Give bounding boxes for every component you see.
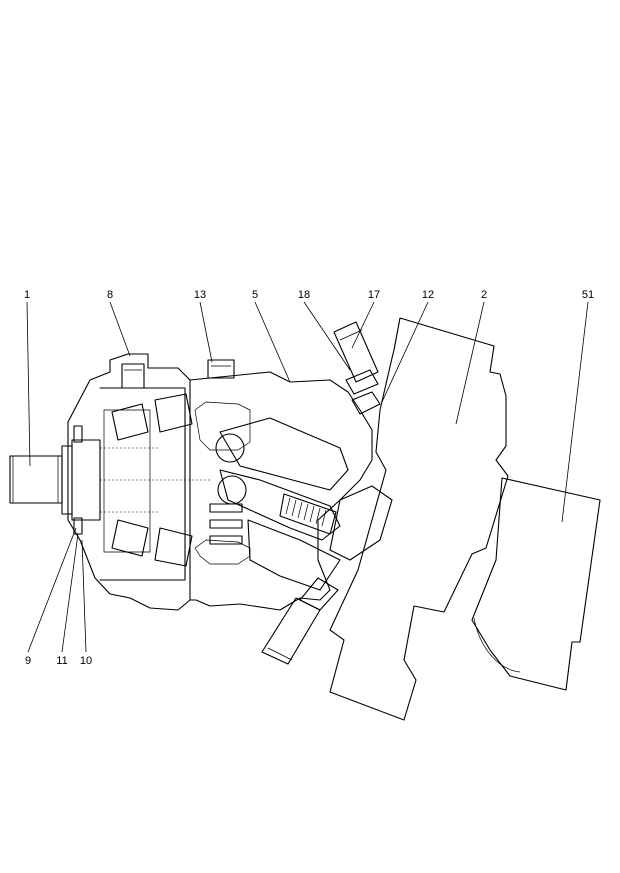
callout-10: 10 (80, 655, 92, 667)
callout-5: 5 (252, 289, 258, 301)
drive-shaft (9, 439, 101, 521)
callout-8: 8 (107, 289, 113, 301)
callout-9: 9 (25, 655, 31, 667)
end-cover (329, 317, 509, 721)
callout-17: 17 (368, 289, 380, 301)
valve-top (333, 321, 381, 415)
callout-51: 51 (582, 289, 594, 301)
spring-stack (279, 493, 337, 535)
callout-12: 12 (422, 289, 434, 301)
leader-lines (26, 301, 589, 653)
callout-18: 18 (298, 289, 310, 301)
callout-2: 2 (481, 289, 487, 301)
callout-11: 11 (56, 655, 67, 667)
front-housing (67, 353, 235, 611)
callout-13: 13 (194, 289, 206, 301)
main-housing (189, 371, 393, 611)
callout-labels: 1 8 13 5 18 17 12 2 51 9 11 10 (24, 289, 594, 667)
callout-1: 1 (24, 289, 30, 301)
control-unit (471, 477, 601, 691)
valve-bottom (261, 577, 339, 665)
